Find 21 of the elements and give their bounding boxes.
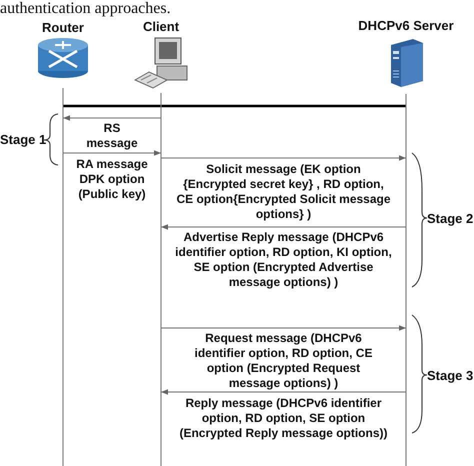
edge-label: RA message DPK option (Public key) <box>75 157 149 202</box>
network-line <box>63 104 161 108</box>
participant-name: Router <box>41 20 85 35</box>
message-arrow <box>160 224 406 230</box>
edge-label: Advertise Reply message (DHCPv6 identifier option, RD option, KI option, SE option (Encrypted Advertise message options) ) <box>174 230 393 290</box>
message-arrow <box>160 155 406 161</box>
message-arrow <box>160 325 406 331</box>
caption-fragment: authentication approaches. <box>0 0 171 18</box>
edge-label: RS message <box>85 121 139 151</box>
message-arrow <box>62 150 162 156</box>
message-arrow <box>62 115 162 121</box>
edge-label: Request message (DHCPv6 identifier option, RD option, CE option (Encrypted Request message options) ) <box>194 331 374 391</box>
stage-label: Stage 2 <box>427 211 474 226</box>
participant-name: DHCPv6 Server <box>357 18 455 33</box>
message-arrow <box>160 389 406 395</box>
edge-label: Solicit message (EK option {Encrypted secret key} , RD option, CE option{Encrypted Solicit message options} ) <box>175 162 392 222</box>
participant-name: Client <box>142 19 180 34</box>
network-line <box>161 104 406 108</box>
stage-label: Stage 1 <box>0 132 46 147</box>
edge-label: Reply message (DHCPv6 identifier option, RD option, SE option (Encrypted Reply message options)) <box>178 396 389 441</box>
stage-label: Stage 3 <box>427 368 474 383</box>
